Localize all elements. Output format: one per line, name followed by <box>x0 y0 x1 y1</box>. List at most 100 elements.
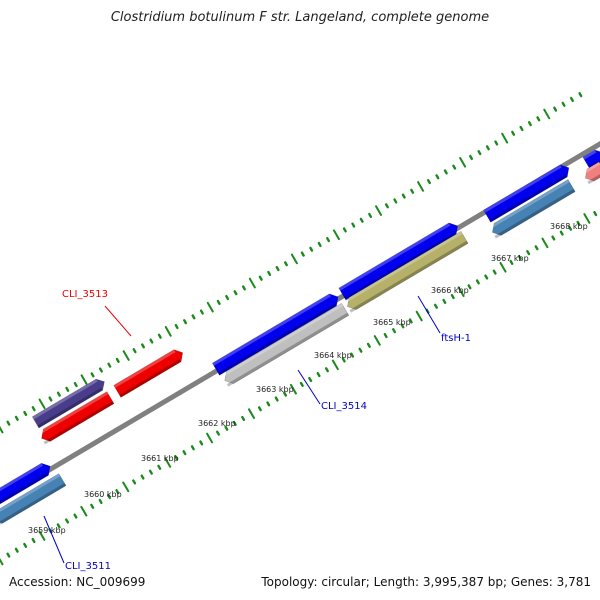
tick-mark <box>90 372 95 378</box>
tick-mark <box>258 275 263 281</box>
tick-mark <box>299 381 304 387</box>
tick-mark <box>98 367 103 373</box>
feature-pink-edge-shade <box>587 171 600 185</box>
tick-mark <box>501 132 509 144</box>
gene-label[interactable]: ftsH-1 <box>441 333 471 344</box>
feature-cds-3668[interactable] <box>483 162 573 223</box>
feature-gene-3511-shape <box>0 473 67 524</box>
tick-mark <box>266 401 271 407</box>
tick-mark <box>206 301 214 313</box>
feature-cds-edge[interactable] <box>582 147 600 170</box>
scale-label: 3666 kbp <box>431 286 469 295</box>
feature-gene-ftsh[interactable] <box>343 230 469 313</box>
tick-mark <box>233 290 238 296</box>
tick-mark <box>183 319 188 325</box>
tick-mark <box>140 343 145 349</box>
feature-purple-shape <box>31 378 105 429</box>
feature-gene-ftsh-shade <box>349 240 469 313</box>
tick-mark <box>553 106 558 112</box>
tick-mark <box>115 357 120 363</box>
feature-cds-3668-shape <box>483 164 570 223</box>
callout-line <box>297 369 321 405</box>
feature-cds-3514[interactable] <box>211 291 341 376</box>
tick-mark <box>300 251 305 257</box>
feature-red-gene[interactable] <box>38 391 115 445</box>
tick-mark <box>332 229 340 241</box>
tick-mark <box>593 211 598 217</box>
feature-red-gene-highlight <box>38 391 109 435</box>
tick-mark <box>393 198 398 204</box>
tick-mark <box>326 236 331 243</box>
feature-red-gene-shade <box>43 401 114 445</box>
tick-mark <box>578 92 583 98</box>
gene-label[interactable]: CLI_3513 <box>62 289 108 300</box>
gene-label[interactable]: CLI_3514 <box>321 401 367 412</box>
tick-mark <box>241 285 246 291</box>
tick-mark <box>443 169 448 175</box>
tick-mark <box>38 530 46 541</box>
tick-mark <box>224 425 229 431</box>
feature-pink-edge-highlight <box>581 161 600 175</box>
tick-mark <box>80 505 88 517</box>
feature-gene-3668-highlight <box>488 179 570 229</box>
tick-mark <box>350 352 355 358</box>
tick-mark <box>140 474 145 480</box>
tick-mark <box>373 335 381 346</box>
feature-cli-3513[interactable] <box>113 347 187 398</box>
tick-mark <box>149 338 154 344</box>
tick-mark <box>0 558 4 566</box>
tick-mark <box>164 326 172 337</box>
tick-mark <box>73 381 78 388</box>
tick-mark <box>6 420 11 426</box>
gene-label[interactable]: CLI_3511 <box>65 561 111 572</box>
tick-mark <box>290 253 298 265</box>
feature-gene-3668-shape <box>492 179 576 236</box>
tick-mark <box>190 445 195 451</box>
tick-mark <box>157 333 162 339</box>
tick-mark <box>459 156 467 168</box>
feature-pink-edge[interactable] <box>581 161 600 185</box>
scale-label: 3665 kbp <box>373 318 411 327</box>
feature-gene-3668[interactable] <box>488 179 576 239</box>
tick-mark <box>248 277 256 289</box>
feature-gene-3511-highlight <box>0 473 61 517</box>
tick-mark <box>157 464 162 470</box>
scale-label: 3659 kbp <box>28 526 66 535</box>
tick-mark <box>65 386 70 392</box>
tick-mark <box>247 408 256 419</box>
tick-mark <box>401 193 406 199</box>
feature-red-gene-shape <box>41 391 115 442</box>
tick-mark <box>289 383 297 395</box>
tick-mark <box>31 537 36 544</box>
tick-mark <box>561 101 566 107</box>
tick-mark <box>477 150 482 156</box>
scale-label: 3664 kbp <box>314 351 352 360</box>
tick-mark <box>132 348 137 354</box>
tick-mark <box>241 415 246 422</box>
tick-mark <box>467 284 472 290</box>
feature-gene-3511-shade <box>0 483 66 527</box>
feature-cds-ftsh-highlight <box>338 222 451 291</box>
feature-purple[interactable] <box>31 376 107 429</box>
tick-mark <box>484 274 489 280</box>
feature-gene-ftsh-shape <box>347 230 469 310</box>
feature-cds-ftsh-shape <box>338 222 458 301</box>
feature-gene-3514[interactable] <box>221 302 350 387</box>
feature-cds-ftsh[interactable] <box>338 220 461 301</box>
feature-cds-3511-highlight <box>0 463 43 499</box>
tick-mark <box>475 279 480 285</box>
tick-mark <box>80 374 88 386</box>
feature-gene-3511[interactable] <box>0 473 67 527</box>
tick-mark <box>543 108 551 120</box>
tick-mark <box>225 294 230 301</box>
tick-mark <box>509 259 514 265</box>
tick-mark <box>452 164 457 170</box>
feature-gene-3668-shade <box>494 189 576 239</box>
tick-mark <box>536 116 541 122</box>
feature-gene-ftsh-highlight <box>343 231 463 304</box>
tick-mark <box>366 342 371 348</box>
callout-line <box>43 515 65 564</box>
feature-cds-3511[interactable] <box>0 460 54 509</box>
tick-mark <box>174 323 179 330</box>
tick-mark <box>31 406 36 412</box>
